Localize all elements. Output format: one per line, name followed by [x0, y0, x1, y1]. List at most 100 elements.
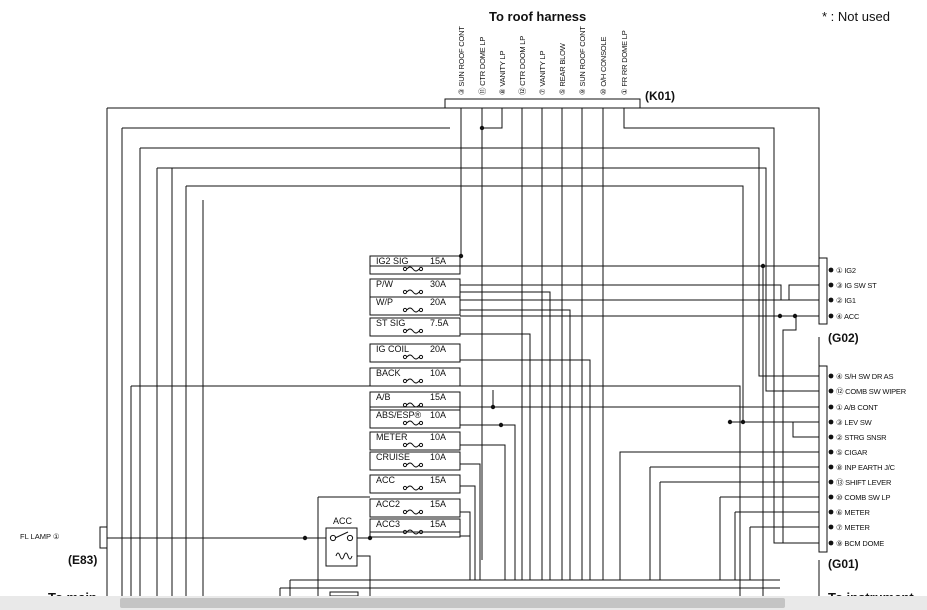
fuse-name: A/B: [376, 392, 391, 402]
roof-pin-label: ③ SUN ROOF CONT: [457, 26, 466, 95]
e83-connector: [99, 526, 108, 549]
pin-dot: [828, 419, 834, 425]
junction-box-outline: [106, 107, 820, 596]
g01-label: (G01): [828, 557, 859, 571]
fuse-symbol: [406, 289, 420, 295]
wire: [619, 451, 819, 580]
junction-dot: [792, 313, 798, 319]
fuse-symbol: [406, 442, 420, 448]
fuse-amperage: 15A: [430, 499, 446, 509]
wire: [186, 185, 819, 423]
junction-dot: [458, 253, 464, 259]
pin-dot: [828, 434, 834, 440]
k01-connector: [444, 98, 641, 109]
junction-dot: [367, 535, 373, 541]
pin-dot: [828, 524, 834, 530]
wire: [460, 485, 476, 580]
pin-dot: [828, 464, 834, 470]
g01-pin-label: ① A/B CONT: [836, 403, 878, 412]
horizontal-scrollbar[interactable]: [0, 596, 927, 610]
g02-connector: [818, 257, 828, 325]
roof-pin-label: ⑩ O/H CONSOLE: [599, 37, 608, 95]
pin-dot: [828, 282, 834, 288]
fuse-name: W/P: [376, 297, 393, 307]
wire: [157, 167, 819, 392]
fl-lamp-label: FL LAMP ①: [20, 532, 60, 541]
junction-dot: [777, 313, 783, 319]
g02-pin-label: ① IG2: [836, 266, 856, 275]
fuse-symbol: [406, 485, 420, 491]
fuse-name: IG2 SIG: [376, 256, 409, 266]
wire: [460, 511, 471, 580]
fuse-name: ST SIG: [376, 318, 405, 328]
acc-relay: ACC: [325, 516, 358, 567]
pin-dot: [828, 313, 834, 319]
pin-dot: [828, 540, 834, 546]
fuse-amperage: 10A: [430, 410, 446, 420]
fuse-name: CRUISE: [376, 452, 410, 462]
fuse-name: ABS/ESP®: [376, 410, 422, 420]
g01-pin-label: ⑩ COMB SW LP: [836, 493, 891, 502]
fuse-amperage: 10A: [430, 452, 446, 462]
pin-dot: [828, 404, 834, 410]
fuse-box: [369, 367, 461, 387]
k01-label: (K01): [645, 89, 675, 103]
g01-pin-label: ⑤ CIGAR: [836, 448, 868, 457]
g01-pin-label: ⑦ METER: [836, 523, 870, 532]
e83-label: (E83): [68, 553, 97, 567]
scrollbar-thumb[interactable]: [120, 598, 785, 608]
fuse-amperage: 15A: [430, 475, 446, 485]
g02-pin-label: ③ IG SW ST: [836, 281, 877, 290]
fuse-symbol: [406, 378, 420, 384]
roof-pin-label: ① FR RR DOME LP: [620, 30, 629, 95]
fuse-amperage: 30A: [430, 279, 446, 289]
junction-dot: [479, 125, 485, 131]
wire: [460, 463, 481, 580]
wire: [792, 422, 819, 438]
pin-dot: [828, 297, 834, 303]
g01-pin-label: ⑫ COMB SW WIPER: [836, 387, 907, 396]
wire: [623, 108, 819, 544]
g01-pin-label: ⑥ METER: [836, 508, 870, 517]
fuse-box: [369, 498, 461, 518]
roof-pin-label: ⑧ VANITY LP: [498, 51, 507, 95]
g02-pin-label: ④ ACC: [836, 312, 860, 321]
not-used-legend: * : Not used: [822, 9, 890, 24]
fuse-symbol: [406, 462, 420, 468]
g01-pin-label: ⑬ SHIFT LEVER: [836, 478, 892, 487]
g01-pin-label: ② STRG SNSR: [836, 433, 887, 442]
fuse-box: [369, 409, 461, 429]
g01-pin-label: ④ S/H SW DR AS: [836, 372, 893, 381]
wire: [460, 309, 571, 580]
roof-pin-label: ⑪ CTR DOME LP: [478, 37, 487, 95]
relay-label: ACC: [333, 516, 353, 526]
pin-dot: [828, 494, 834, 500]
pin-dot: [828, 479, 834, 485]
fuse-name: ACC2: [376, 499, 400, 509]
wire: [357, 555, 371, 596]
wire: [460, 284, 819, 301]
g01-pin-label: ⑨ BCM DOME: [836, 539, 884, 548]
wire: [460, 444, 506, 580]
fuse-amperage: 15A: [430, 392, 446, 402]
fuse-box: [369, 343, 461, 363]
wires: [107, 108, 819, 596]
wire: [460, 424, 516, 580]
fuse-amperage: 15A: [430, 519, 446, 529]
fuse-symbol: [406, 328, 420, 334]
fuse-symbol: [406, 307, 420, 313]
fuse-amperage: 7.5A: [430, 318, 449, 328]
fuse-amperage: 15A: [430, 256, 446, 266]
junction-dot: [727, 419, 733, 425]
g01-connector: [818, 365, 828, 553]
wire: [460, 291, 551, 580]
pin-dot: [828, 449, 834, 455]
wire: [460, 385, 741, 596]
wire: [782, 316, 797, 543]
roof-pin-label: ⑤ REAR BLOW: [558, 42, 567, 95]
wire: [481, 108, 503, 129]
